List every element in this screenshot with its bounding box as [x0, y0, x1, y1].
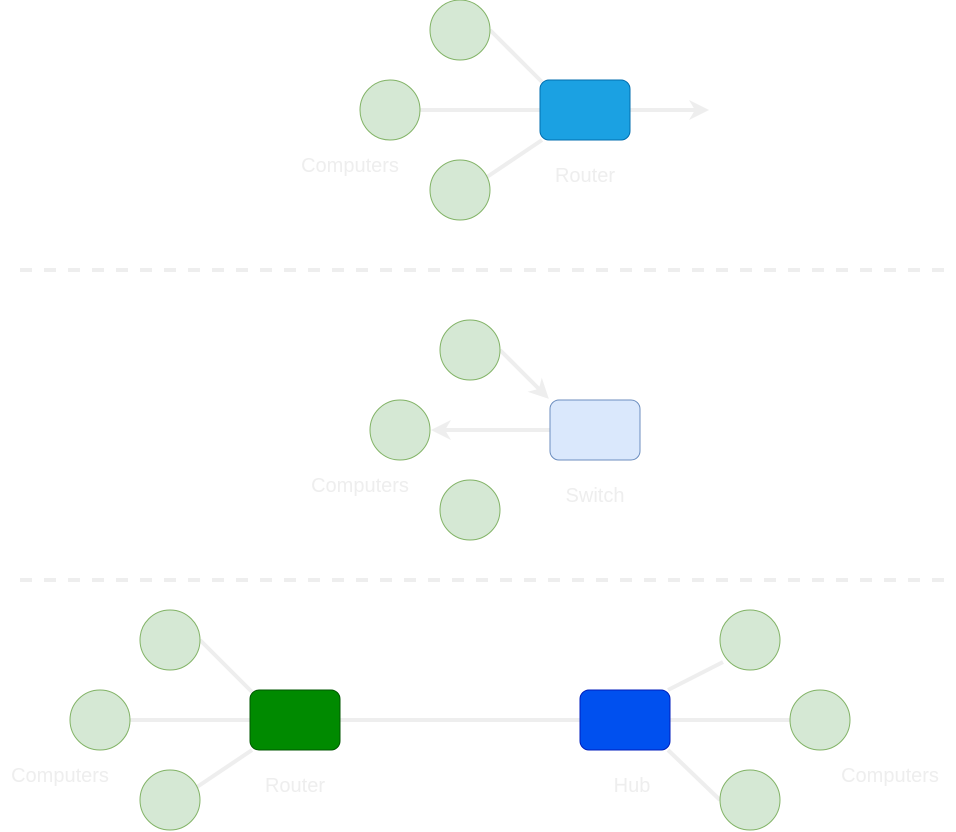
computer-node[interactable]	[719, 769, 781, 831]
link-pc1-router	[488, 28, 544, 84]
switch-label: Switch	[566, 485, 625, 507]
computer-node[interactable]	[789, 689, 851, 751]
link-pc1-switch-arrow	[498, 348, 549, 399]
computer-node[interactable]	[429, 0, 491, 61]
computer-node[interactable]	[369, 399, 431, 461]
hub-device[interactable]	[579, 689, 671, 751]
switch-device[interactable]	[549, 399, 641, 461]
link-pc-router	[198, 638, 254, 694]
switch-panel: Computers Switch	[311, 319, 641, 541]
computers-label: Computers	[841, 765, 939, 787]
router-device[interactable]	[249, 689, 341, 751]
link-pc-router	[195, 748, 254, 789]
computers-label: Computers	[311, 475, 409, 497]
computers-label: Computers	[301, 155, 399, 177]
computer-node[interactable]	[439, 479, 501, 541]
link-hub-pc	[667, 660, 724, 692]
router-label: Router	[265, 775, 325, 797]
router-hub-panel: Computers Router Hub Computers	[11, 609, 939, 831]
computer-node[interactable]	[139, 609, 201, 671]
computers-label: Computers	[11, 765, 109, 787]
computer-node[interactable]	[359, 79, 421, 141]
computer-node[interactable]	[429, 159, 491, 221]
router-device[interactable]	[539, 79, 631, 141]
router-panel: Computers Router	[301, 0, 709, 221]
computer-node[interactable]	[719, 609, 781, 671]
computer-node[interactable]	[439, 319, 501, 381]
link-hub-pc	[666, 748, 722, 802]
computer-node[interactable]	[139, 769, 201, 831]
computer-node[interactable]	[69, 689, 131, 751]
link-pc3-router	[485, 138, 544, 179]
hub-label: Hub	[614, 775, 651, 797]
router-label: Router	[555, 165, 615, 187]
